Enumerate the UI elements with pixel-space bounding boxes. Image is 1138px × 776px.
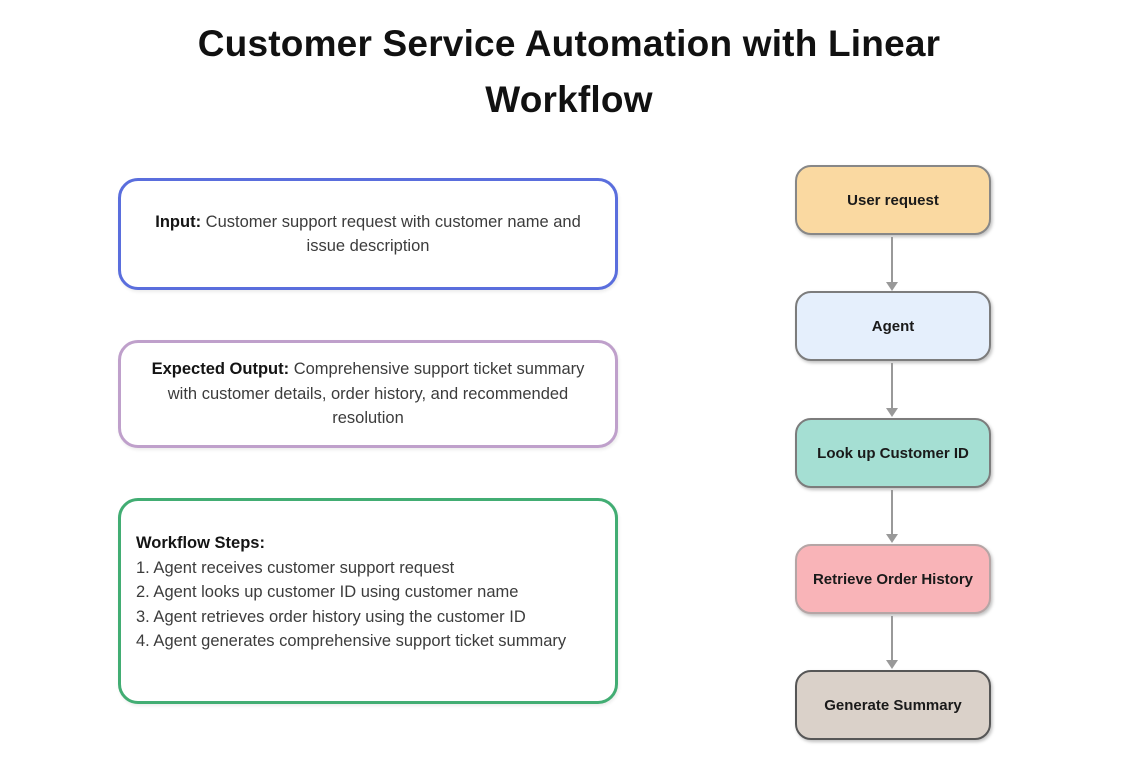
expected-output-card: Expected Output: Comprehensive support t…: [118, 340, 618, 448]
flow-node-agent: Agent: [795, 291, 991, 361]
flow-node-agent-label: Agent: [871, 317, 915, 335]
input-card-label: Input:: [155, 212, 202, 231]
input-card-body: Customer support request with customer n…: [205, 212, 581, 256]
workflow-step-2: 2. Agent looks up customer ID using cust…: [136, 583, 519, 601]
flow-node-retrieve-order-history-label: Retrieve Order History: [812, 570, 974, 588]
workflow-step-4: 4. Agent generates comprehensive support…: [136, 632, 567, 650]
flow-arrow-2: [886, 363, 898, 417]
expected-output-card-body: Comprehensive support ticket summary wit…: [167, 360, 585, 428]
expected-output-card-text: Expected Output: Comprehensive support t…: [147, 357, 589, 431]
flow-node-user-request-label: User request: [847, 191, 939, 209]
workflow-steps-card: Workflow Steps: 1. Agent receives custom…: [118, 498, 618, 704]
flow-arrow-1: [886, 237, 898, 291]
flow-node-user-request: User request: [795, 165, 991, 235]
flow-node-generate-summary: Generate Summary: [795, 670, 991, 740]
workflow-step-3: 3. Agent retrieves order history using t…: [136, 607, 526, 626]
page-title: Customer Service Automation with Linear …: [197, 23, 941, 120]
flow-node-lookup-customer-id-label: Look up Customer ID: [817, 444, 969, 462]
flow-arrow-3: [886, 490, 898, 543]
workflow-step-1: 1. Agent receives customer support reque…: [136, 558, 455, 577]
input-card: Input: Customer support request with cus…: [118, 178, 618, 290]
flow-node-generate-summary-label: Generate Summary: [824, 696, 962, 714]
flow-arrow-4: [886, 616, 898, 669]
flow-node-lookup-customer-id: Look up Customer ID: [795, 418, 991, 488]
expected-output-card-label: Expected Output:: [151, 360, 290, 379]
workflow-steps-label: Workflow Steps:: [136, 534, 265, 552]
input-card-text: Input: Customer support request with cus…: [147, 210, 589, 259]
flow-node-retrieve-order-history: Retrieve Order History: [795, 544, 991, 614]
